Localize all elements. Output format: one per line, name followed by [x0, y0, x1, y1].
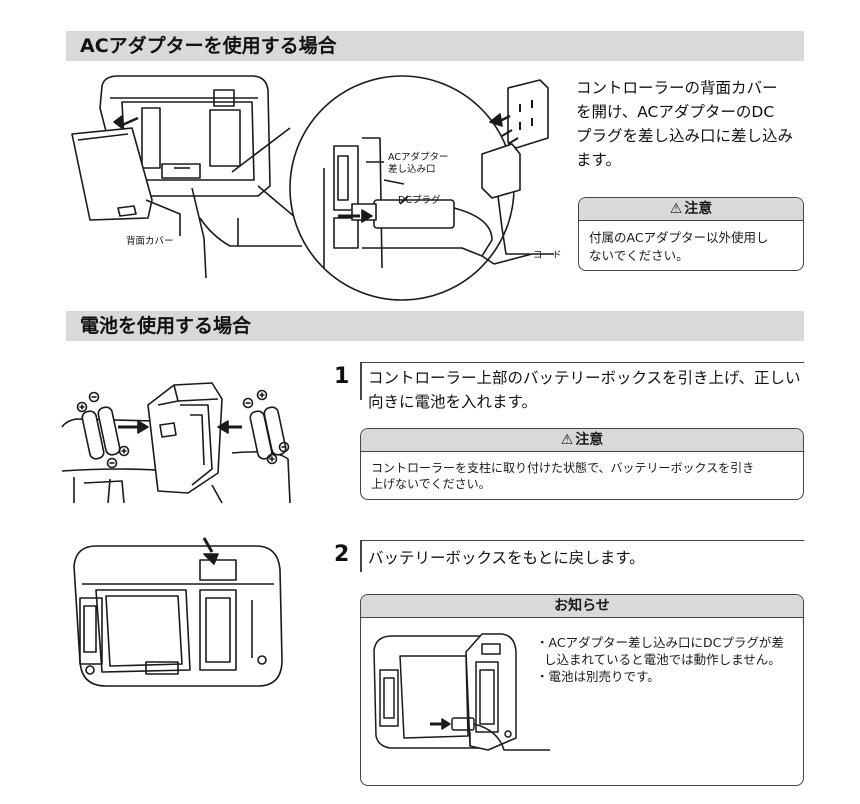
step-2-notice-box: お知らせ: [360, 594, 804, 786]
ac-description-line: プラグを差し込み口に差し込み: [576, 127, 794, 145]
label-ac-inlet-line1: ACアダプター: [388, 152, 449, 163]
ac-adapter-illustration: [71, 75, 554, 301]
step-1-divider: [360, 362, 362, 400]
notice-item: し込まれていると電池では動作しません。: [544, 652, 781, 667]
label-ac-inlet-line2: 差し込み口: [388, 164, 436, 175]
notice-item: ・電池は別売りです。: [536, 669, 660, 684]
step-2-text-line: バッテリーボックスをもとに戻します。: [368, 549, 645, 567]
warning-triangle-icon: ⚠: [669, 201, 683, 217]
label-dc-plug: DCプラグ: [398, 195, 441, 206]
step-2-notice-items: ・ACアダプター差し込み口にDCプラグが差 し込まれていると電池では動作しません…: [536, 634, 784, 685]
ac-caution-body: 付属のACアダプター以外使用し ないでください。: [579, 221, 803, 270]
section-header-ac-adapter: ACアダプターを使用する場合: [66, 31, 804, 61]
ac-caution-header: ⚠注意: [579, 198, 803, 221]
label-cord: コード: [533, 250, 562, 261]
label-back-cover: 背面カバー: [126, 236, 174, 247]
step-1-caution-box: ⚠注意 コントローラーを支柱に取り付けた状態で、バッテリーボックスを引き 上げな…: [360, 428, 804, 500]
step-1-text-line: コントローラー上部のバッテリーボックスを引き上げ、正しい: [368, 369, 801, 387]
section-header-battery: 電池を使用する場合: [66, 311, 804, 341]
step-2-rule: [360, 540, 804, 541]
notice-item: ・ACアダプター差し込み口にDCプラグが差: [536, 635, 784, 650]
ac-description-line: を開け、ACアダプターのDC: [576, 103, 775, 121]
step-2-number: 2: [334, 542, 350, 567]
step-1-number: 1: [334, 364, 350, 389]
ac-caution-box: ⚠注意 付属のACアダプター以外使用し ないでください。: [578, 197, 804, 271]
ac-description: コントローラーの背面カバー を開け、ACアダプターのDC プラグを差し込み口に差…: [576, 76, 793, 172]
step-1-text: コントローラー上部のバッテリーボックスを引き上げ、正しい 向きに電池を入れます。: [368, 366, 800, 414]
notice-controller-illustration: [373, 633, 550, 751]
step-1-rule: [360, 362, 804, 363]
step-2-text: バッテリーボックスをもとに戻します。: [368, 546, 645, 570]
ac-caution-line: ないでください。: [589, 248, 689, 263]
step-1-text-line: 向きに電池を入れます。: [368, 393, 537, 411]
ac-caution-title: 注意: [684, 201, 713, 217]
step-1-caution-title: 注意: [575, 432, 604, 448]
step-1-caution-line: コントローラーを支柱に取り付けた状態で、バッテリーボックスを引き: [371, 461, 755, 475]
step-2-notice-header: お知らせ: [361, 595, 803, 618]
step-1-caution-body: コントローラーを支柱に取り付けた状態で、バッテリーボックスを引き 上げないでくだ…: [361, 452, 803, 497]
ac-caution-line: 付属のACアダプター以外使用し: [589, 230, 769, 245]
ac-description-line: コントローラーの背面カバー: [576, 79, 778, 97]
battery-box-closed-illustration: [73, 537, 283, 687]
step-1-caution-line: 上げないでください。: [371, 477, 491, 491]
step-1-caution-header: ⚠注意: [361, 429, 803, 452]
battery-insert-illustration: [61, 382, 291, 504]
step-2-divider: [360, 540, 362, 572]
ac-description-line: ます。: [576, 151, 621, 169]
warning-triangle-icon: ⚠: [560, 432, 574, 448]
